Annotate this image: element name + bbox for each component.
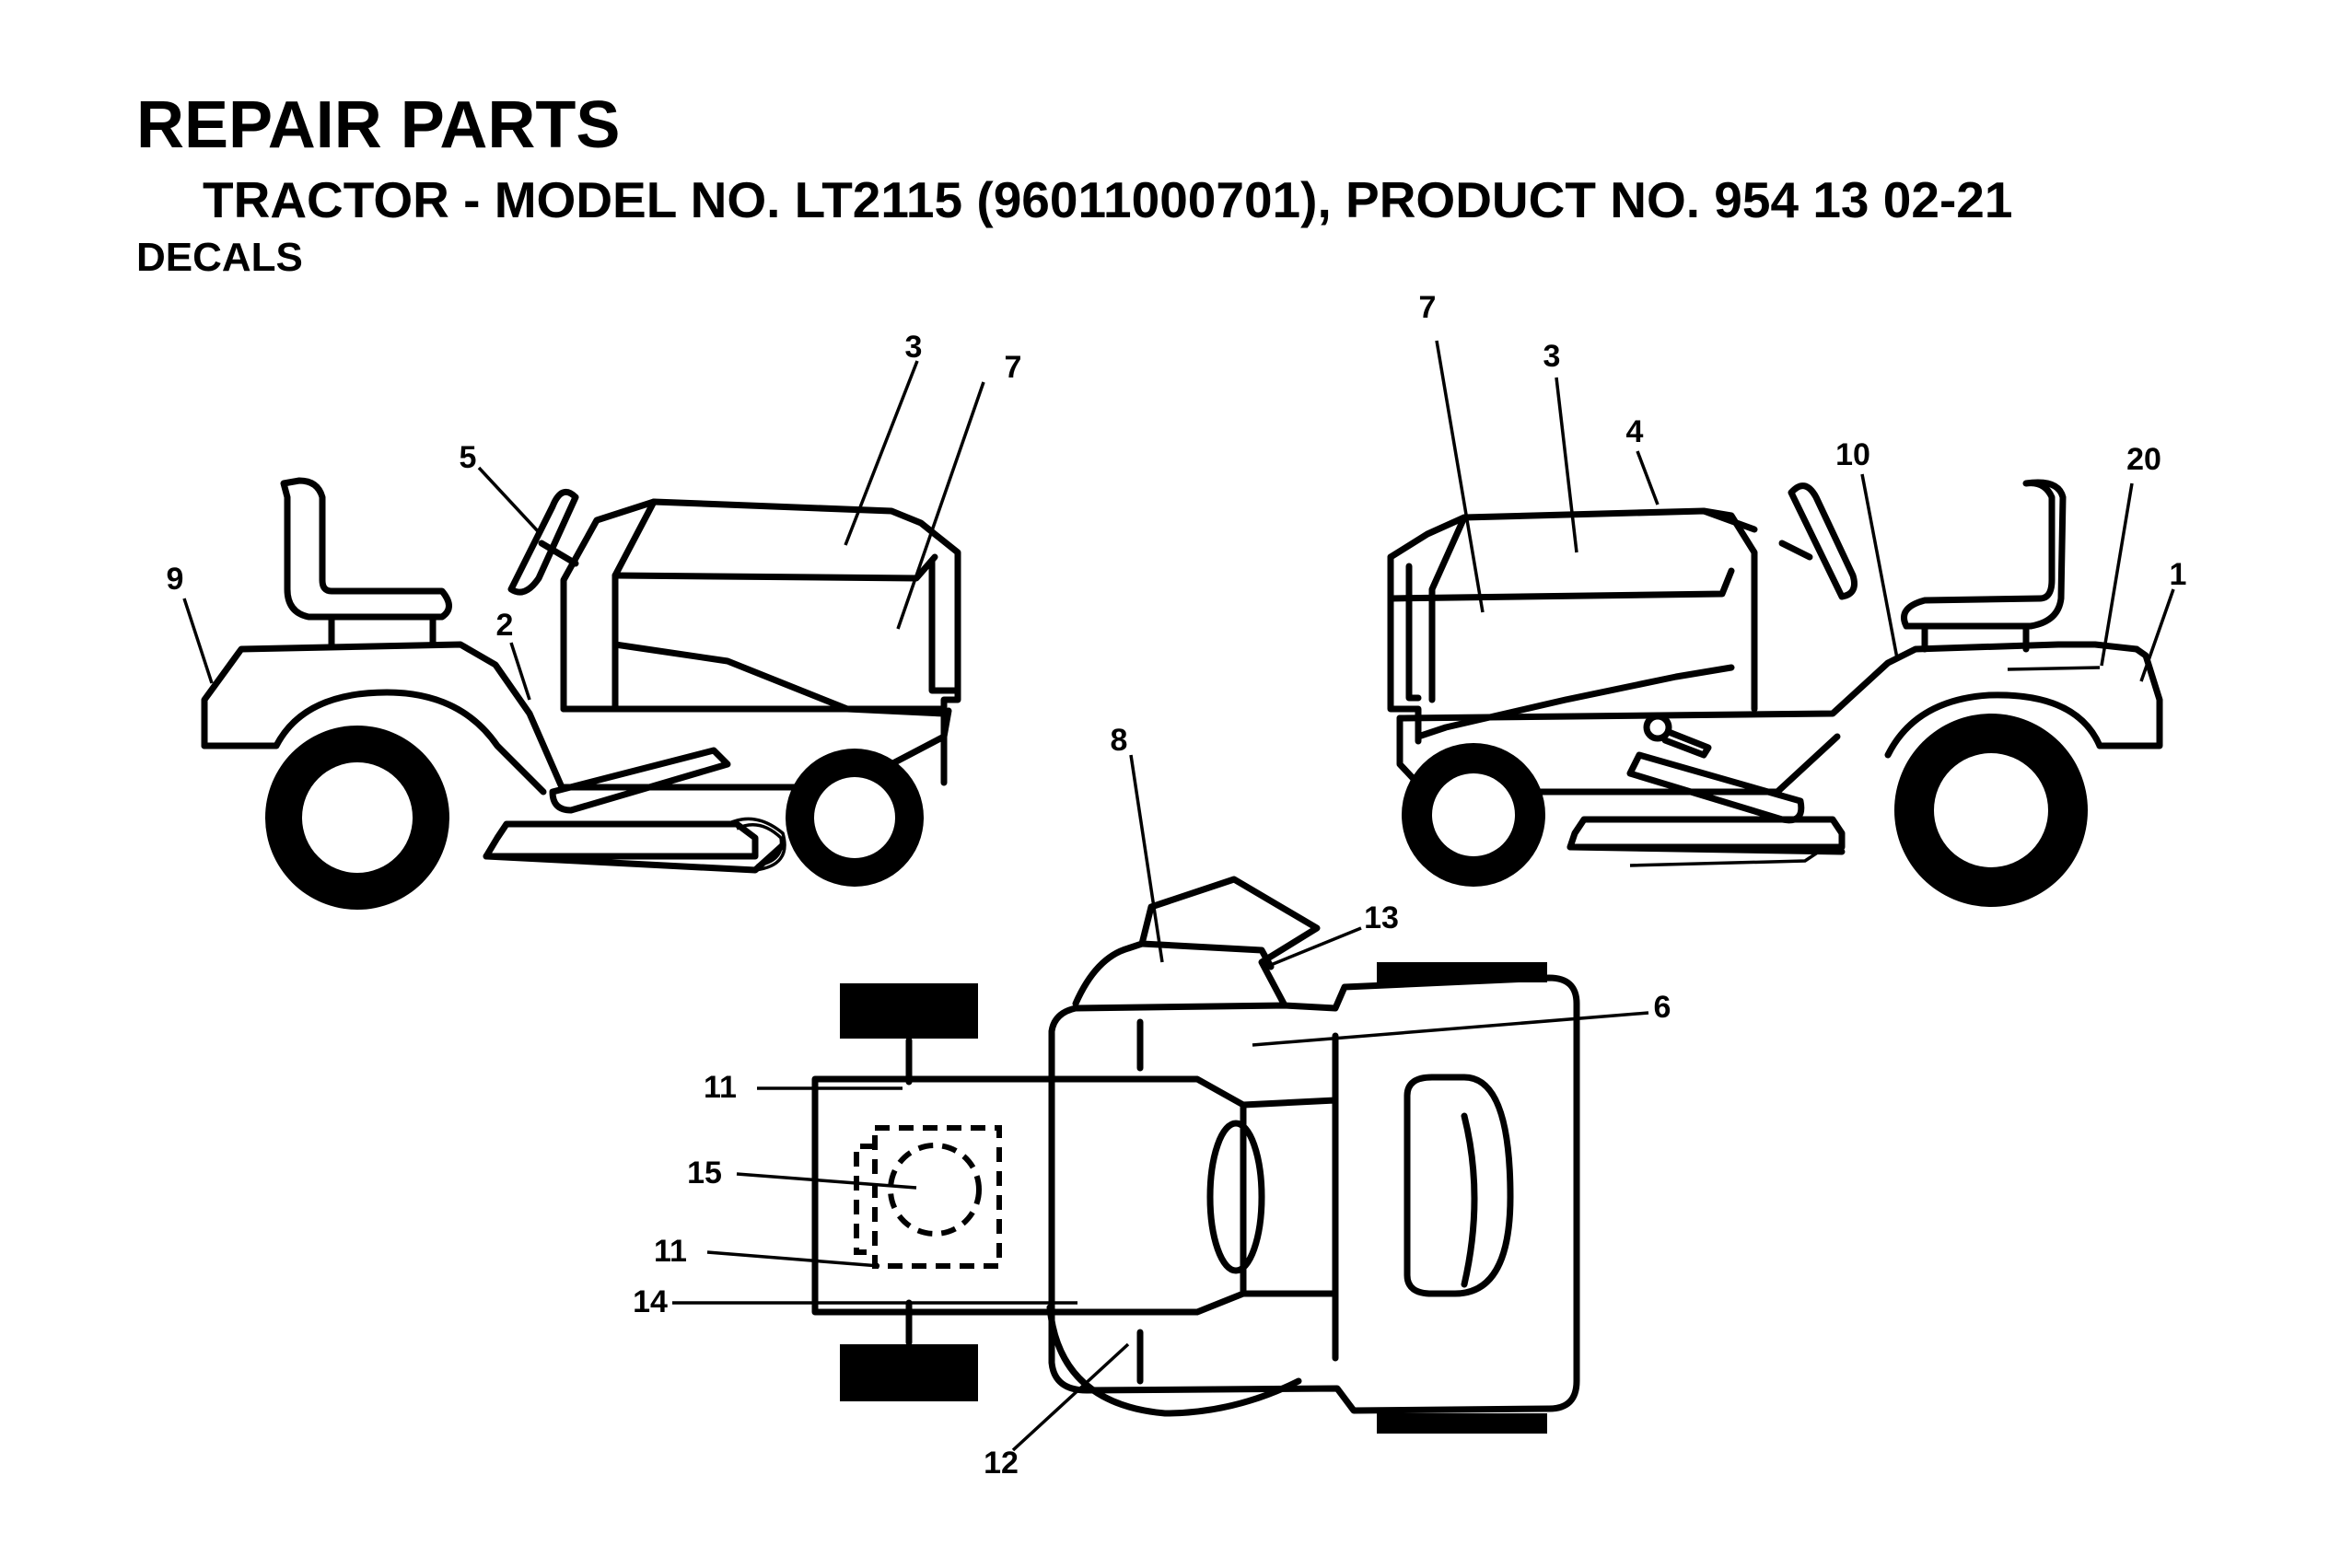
callout-top-11a: 11 bbox=[704, 1070, 737, 1105]
callout-left-7: 7 bbox=[1005, 350, 1022, 385]
callout-top-14: 14 bbox=[633, 1284, 668, 1319]
callout-left-2: 2 bbox=[496, 608, 514, 643]
model-subtitle: TRACTOR - MODEL NO. LT2115 (96011000701)… bbox=[203, 171, 2013, 228]
callout-top-6: 6 bbox=[1654, 990, 1671, 1025]
section-heading: DECALS bbox=[136, 235, 303, 280]
callout-top-13: 13 bbox=[1364, 900, 1399, 935]
callout-right-20: 20 bbox=[2126, 442, 2161, 477]
callout-right-4: 4 bbox=[1626, 414, 1644, 449]
tractor-top-view bbox=[672, 754, 1649, 1452]
callout-top-8: 8 bbox=[1111, 723, 1128, 758]
tractor-left-side-view bbox=[182, 360, 985, 910]
callout-top-15: 15 bbox=[687, 1156, 722, 1191]
callout-right-10: 10 bbox=[1835, 437, 1870, 472]
callout-left-5: 5 bbox=[460, 440, 477, 475]
callout-top-11b: 11 bbox=[654, 1234, 687, 1269]
callout-left-9: 9 bbox=[167, 562, 184, 597]
callout-top-12: 12 bbox=[984, 1446, 1019, 1481]
callout-right-1: 1 bbox=[2170, 557, 2187, 592]
tractor-right-side-view bbox=[1387, 340, 2175, 907]
page-title: REPAIR PARTS bbox=[136, 88, 621, 162]
callout-right-7: 7 bbox=[1419, 290, 1437, 325]
callout-left-3: 3 bbox=[905, 330, 923, 365]
callout-right-3: 3 bbox=[1543, 339, 1561, 374]
